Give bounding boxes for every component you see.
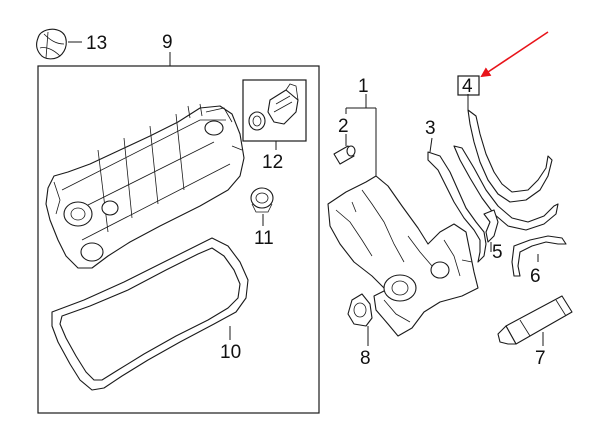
part-13-cap[interactable] (36, 28, 82, 60)
part-9-valve-cover-kit-frame (37, 52, 320, 414)
part-5-seal[interactable] (483, 209, 499, 252)
callout-3: 3 (425, 118, 436, 139)
callout-2: 2 (338, 116, 349, 137)
callout-6: 6 (530, 266, 541, 287)
part-7-sealant-tube[interactable] (497, 295, 573, 346)
part-8-flange-gasket[interactable] (347, 293, 373, 346)
part-valve-cover[interactable] (45, 103, 245, 269)
callout-4-box (457, 75, 480, 96)
highlight-arrow (480, 31, 549, 78)
callout-7: 7 (535, 348, 546, 369)
callout-1: 1 (358, 76, 369, 97)
callout-1-leader (346, 94, 377, 176)
callout-13: 13 (86, 33, 107, 54)
callout-11: 11 (254, 228, 274, 249)
part-10-valve-cover-gasket[interactable] (51, 237, 249, 391)
part-1-timing-cover[interactable] (327, 175, 479, 337)
part-3-gasket[interactable] (427, 137, 487, 263)
callout-8: 8 (360, 348, 371, 369)
callout-4: 4 (462, 76, 473, 97)
part-4-timing-cover-gasket[interactable] (453, 94, 559, 231)
part-6-bracket-gasket[interactable] (511, 235, 567, 277)
callout-9: 9 (162, 32, 173, 53)
callout-10: 10 (220, 342, 241, 363)
part-11-seal-ring[interactable] (250, 187, 274, 226)
part-12-sensor-kit[interactable] (242, 79, 307, 150)
callout-5: 5 (492, 242, 503, 263)
callout-12: 12 (262, 152, 283, 173)
part-2-dowel-pin[interactable] (333, 108, 356, 165)
